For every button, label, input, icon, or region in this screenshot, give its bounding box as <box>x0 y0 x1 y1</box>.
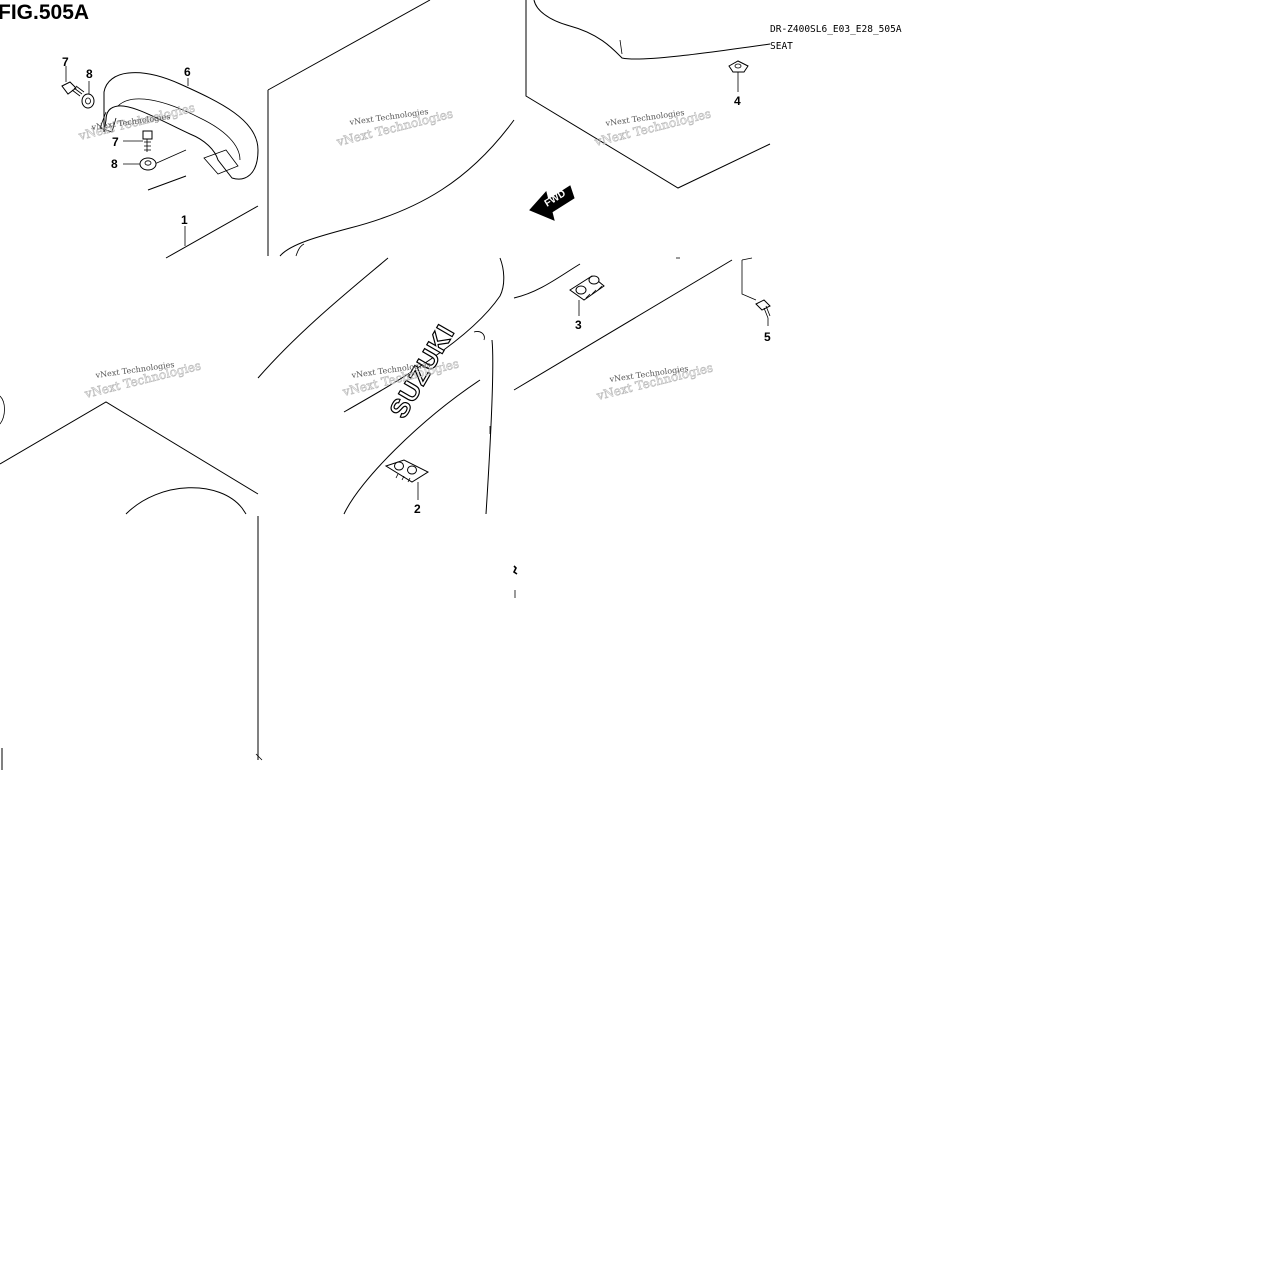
callout-6: 6 <box>184 65 191 79</box>
screw-icon[interactable] <box>755 299 771 319</box>
callout-2: 2 <box>414 502 421 516</box>
tile-top-middle: vNext Technologies vNext Technologies <box>267 0 515 257</box>
bolt-icon[interactable] <box>61 81 85 97</box>
washer-icon[interactable] <box>139 157 157 171</box>
figure-code: DR-Z400SL6_E03_E28_505A <box>770 24 902 35</box>
tile-top-right: 4 DR-Z400SL6_E03_E28_505A SEAT FWD vNext… <box>525 0 902 221</box>
clip-icon[interactable] <box>728 60 749 73</box>
callout-3: 3 <box>575 318 582 332</box>
washer-icon[interactable] <box>81 93 95 109</box>
tile-middle-right: 3 5 vNext Technologies vNext Technologie… <box>513 257 771 403</box>
callout-1: 1 <box>181 213 188 227</box>
tile-middle-center: SUZUKI 2 vNext Technologies vNext Techno… <box>257 257 505 516</box>
callout-7-top: 7 <box>62 55 69 69</box>
tile-bottom-left <box>1 516 263 770</box>
tile-top-left: 7 8 6 7 8 1 vNext Technologies vNext Tec… <box>61 55 259 259</box>
fwd-arrow-icon: FWD <box>529 185 575 221</box>
callout-8-mid: 8 <box>111 157 118 171</box>
clip-icon[interactable] <box>384 459 430 483</box>
figure-title: FIG.505A <box>0 1 89 24</box>
callout-5: 5 <box>764 330 771 344</box>
tile-bottom-middle <box>512 565 518 598</box>
callout-4: 4 <box>734 94 741 108</box>
clip-icon[interactable] <box>569 275 605 301</box>
tile-middle-left: vNext Technologies vNext Technologies <box>0 358 259 515</box>
section-name: SEAT <box>770 41 793 52</box>
callout-8-top: 8 <box>86 67 93 81</box>
bolt-icon[interactable] <box>142 130 153 152</box>
callout-7-mid: 7 <box>112 135 119 149</box>
